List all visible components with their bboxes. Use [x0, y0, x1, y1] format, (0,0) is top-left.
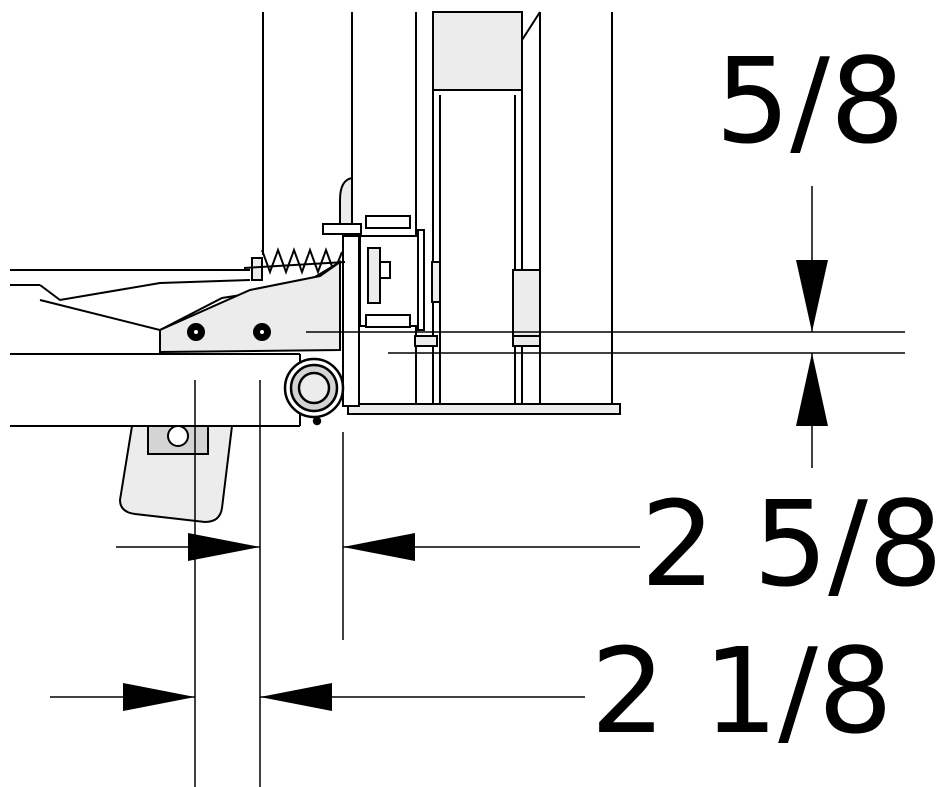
roller-wheel — [283, 357, 345, 426]
compression-spring — [243, 247, 346, 281]
caster-foot — [118, 425, 234, 524]
fork-arm — [10, 260, 341, 427]
dimension-label-outer-offset: 2 5/8 — [640, 475, 944, 613]
mast-assembly — [262, 11, 621, 415]
inner-offset-dimension — [50, 380, 585, 787]
vertical-dimension — [306, 186, 905, 468]
outer-offset-dimension — [116, 380, 640, 787]
dimension-label-vertical-gap: 5/8 — [715, 32, 905, 170]
pivot-holes — [187, 323, 271, 341]
bracket-block — [322, 176, 441, 407]
dimension-label-inner-offset: 2 1/8 — [590, 622, 894, 760]
